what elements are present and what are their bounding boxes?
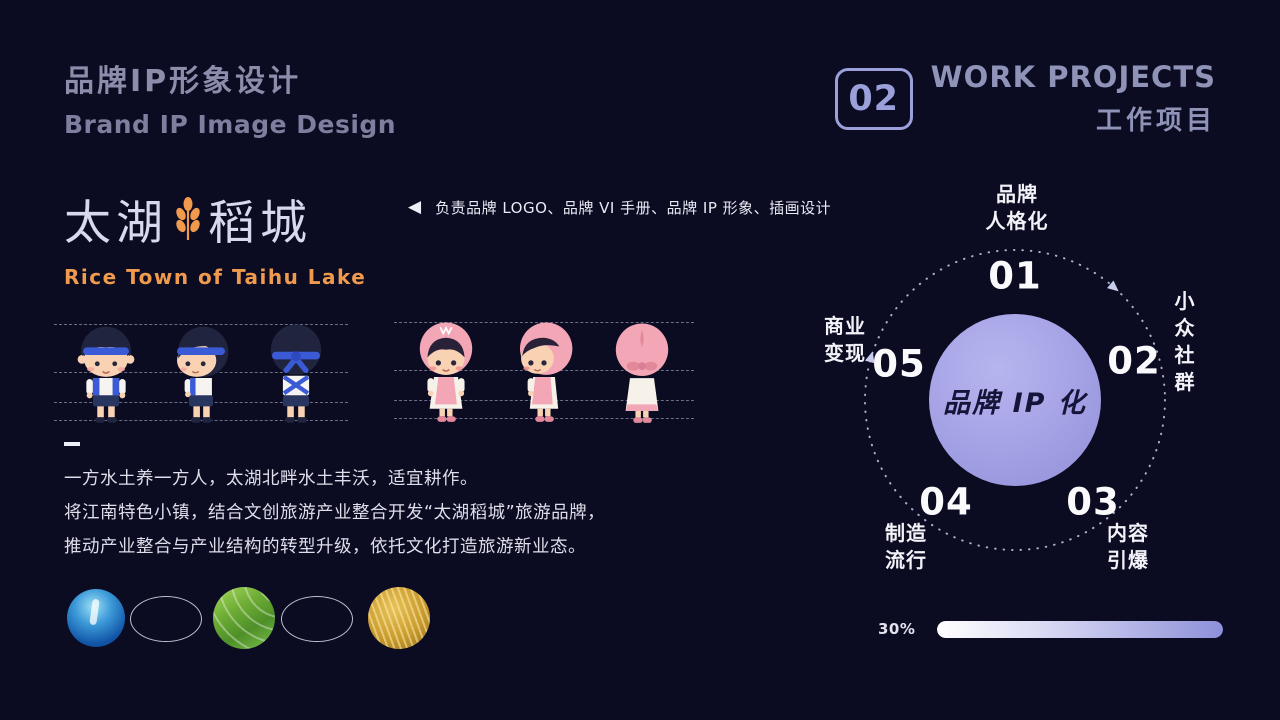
diagram-label-line: 品牌 — [996, 182, 1038, 206]
diagram-center-label: 品牌 IP 化 — [943, 387, 1087, 419]
boy-character-front — [76, 325, 136, 424]
arrow-left-icon: ◀ — [408, 197, 422, 217]
brand-logo-wordmark: 太湖 稻城 — [64, 184, 366, 253]
orbit-dashed-circle — [864, 249, 1166, 551]
page-title-en: Brand IP Image Design — [64, 110, 397, 139]
diagram-number-01: 01 — [988, 254, 1042, 298]
diagram-label-02: 小众 社群 — [1167, 288, 1204, 396]
paragraph-line: 推动产业整合与产业结构的转型升级，依托文化打造旅游新业态。 — [64, 537, 586, 557]
responsibility-brief: ◀ 负责品牌 LOGO、品牌 VI 手册、品牌 IP 形象、插画设计 — [408, 197, 831, 218]
photo-circle-terrace — [213, 587, 275, 649]
diagram-label-03: 内容 引爆 — [1107, 520, 1149, 574]
guide-line — [394, 322, 694, 323]
ellipse-ring — [281, 596, 353, 642]
orbit-arrow-icon — [1107, 280, 1119, 292]
progress-label: 30% — [878, 620, 916, 638]
girl-character-turnaround — [394, 292, 694, 424]
work-projects-block: WORK PROJECTS 工作项目 — [931, 60, 1216, 137]
diagram-number-02: 02 — [1107, 339, 1161, 383]
diagram-label-line: 变现 — [824, 341, 866, 365]
orbit-arrow-icon — [864, 351, 875, 364]
brand-ip-cycle-diagram: 品牌 IP 化 01 02 03 04 05 品牌 人格化 小众 社群 内容 引… — [808, 178, 1222, 608]
girl-character-row — [398, 292, 690, 424]
diagram-number-05: 05 — [872, 342, 926, 386]
girl-character-side — [519, 321, 574, 423]
diagram-number-04: 04 — [919, 480, 973, 524]
guide-line — [54, 324, 348, 325]
diagram-number-03: 03 — [1066, 480, 1120, 524]
page-title-cn: 品牌IP形象设计 — [64, 64, 302, 99]
boy-character-side — [176, 325, 230, 424]
water-glint — [89, 598, 100, 626]
girl-character-front — [418, 321, 474, 423]
photo-circle-water — [67, 589, 125, 647]
brand-logo: 太湖 稻城 Rice Town of Taihu Lake — [64, 184, 366, 289]
diagram-label-line: 制造 — [885, 521, 927, 545]
work-projects-label: WORK PROJECTS — [930, 60, 1216, 94]
brief-text: 负责品牌 LOGO、品牌 VI 手册、品牌 IP 形象、插画设计 — [435, 199, 832, 217]
boy-character-turnaround — [54, 294, 348, 426]
diagram-label-05: 商业 变现 — [824, 313, 866, 367]
ellipse-ring — [130, 596, 202, 642]
photo-circle-strip — [64, 586, 436, 652]
photo-circle-rice-field — [368, 587, 430, 649]
section-number-badge: 02 — [834, 67, 913, 130]
paragraph-line: 一方水土养一方人，太湖北畔水土丰沃，适宜耕作。 — [64, 469, 478, 489]
grain-icon — [176, 196, 200, 240]
header-right: 02 WORK PROJECTS 工作项目 — [834, 60, 1216, 137]
description-paragraph: 一方水土养一方人，太湖北畔水土丰沃，适宜耕作。 将江南特色小镇，结合文创旅游产业… — [64, 442, 605, 564]
diagram-label-line: 商业 — [824, 314, 866, 338]
diagram-label-01: 品牌 人格化 — [986, 181, 1049, 235]
logo-cn-left: 太湖 — [64, 196, 168, 251]
paragraph-accent-dash — [64, 442, 80, 446]
diagram-label-line: 流行 — [885, 548, 927, 572]
diagram-label-line: 引爆 — [1107, 548, 1149, 572]
progress-bar — [937, 620, 1224, 638]
paragraph-line: 将江南特色小镇，结合文创旅游产业整合开发“太湖稻城”旅游品牌， — [64, 503, 606, 523]
girl-character-back — [615, 323, 669, 423]
brand-logo-caption: Rice Town of Taihu Lake — [64, 265, 367, 289]
work-projects-cn-label: 工作项目 — [1095, 106, 1216, 136]
boy-character-back — [250, 319, 342, 426]
diagram-label-line: 社群 — [1174, 343, 1196, 394]
guide-line — [54, 420, 348, 421]
progress-indicator: 30% — [878, 620, 1224, 638]
diagram-center-circle: 品牌 IP 化 — [929, 314, 1101, 486]
diagram-label-line: 人格化 — [985, 209, 1049, 233]
diagram-label-line: 内容 — [1107, 521, 1149, 545]
header-left: 品牌IP形象设计 Brand IP Image Design — [64, 56, 396, 139]
logo-cn-right: 稻城 — [208, 196, 312, 251]
diagram-label-04: 制造 流行 — [885, 520, 927, 574]
diagram-label-line: 小众 — [1174, 289, 1196, 340]
boy-character-row — [58, 294, 344, 426]
progress-fill — [937, 620, 1224, 638]
